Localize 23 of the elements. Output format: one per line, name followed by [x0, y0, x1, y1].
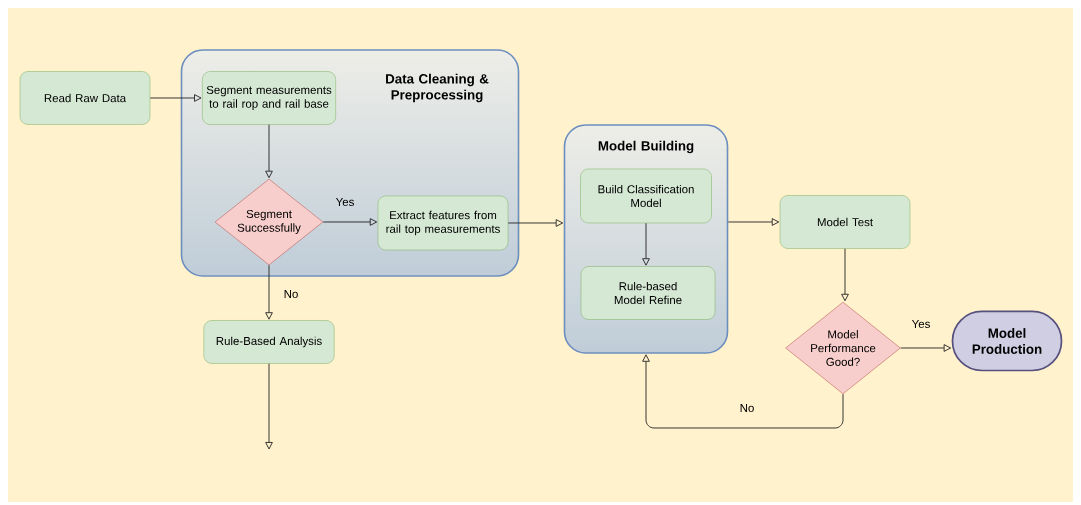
process-box: Read Raw Data	[19, 71, 151, 125]
arrow	[265, 363, 273, 450]
process-box: Extract features from rail top measurements	[377, 195, 509, 251]
process-box: Rule-Based Analysis	[203, 320, 335, 364]
process-box: Segment measurements to rail rop and rail base	[202, 71, 336, 125]
arrow	[507, 219, 564, 227]
arrow	[727, 218, 780, 226]
arrow	[322, 218, 378, 226]
arrow	[642, 222, 650, 266]
process-box: Model Test	[779, 195, 911, 249]
edge-label: No	[284, 290, 298, 298]
process-box: Rule-based Model Refine	[580, 266, 716, 320]
terminal-oval: Model Production	[951, 310, 1063, 372]
arrow	[841, 248, 849, 302]
process-box: Build Classification Model	[580, 168, 712, 224]
arrow	[265, 264, 273, 320]
arrow	[265, 124, 273, 179]
arrow	[642, 354, 844, 429]
arrow	[900, 344, 952, 352]
edge-label: No	[740, 404, 754, 412]
edge-label: Yes	[911, 320, 930, 328]
arrow	[149, 94, 202, 102]
edge-label: Yes	[335, 198, 354, 206]
